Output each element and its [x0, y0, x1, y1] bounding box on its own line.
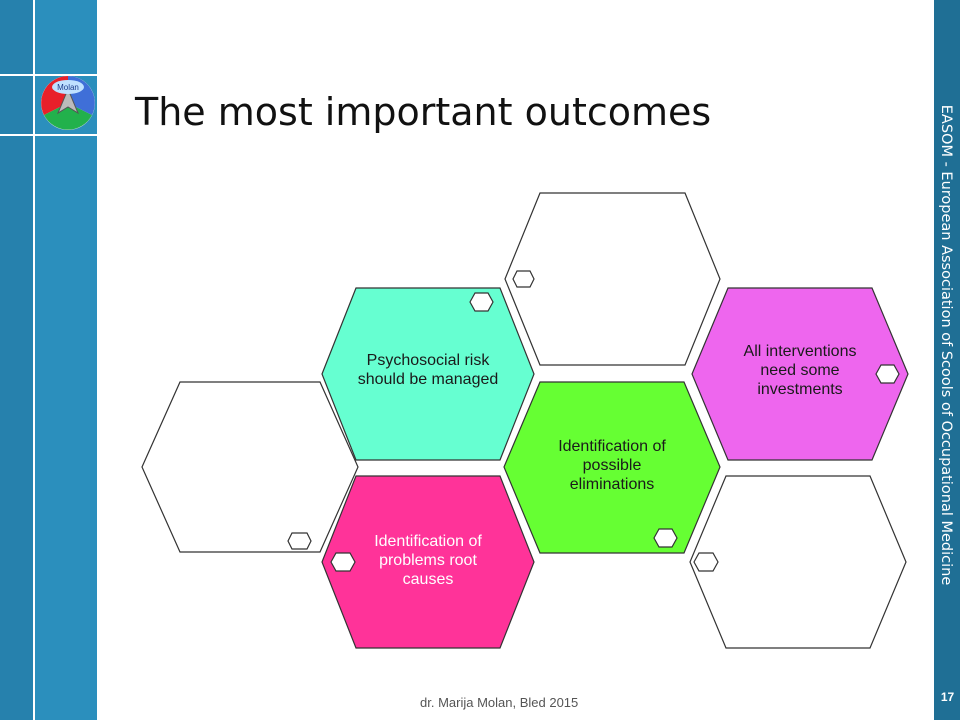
hex-empty-left — [141, 381, 359, 553]
hex-empty-bottom-right — [689, 475, 907, 649]
hex-interventions — [691, 287, 909, 461]
logo-text: Molan — [57, 83, 79, 92]
left-band-divider-bottom — [0, 134, 97, 136]
hex-psychosocial — [321, 287, 535, 461]
right-decorative-band — [932, 0, 960, 720]
hex-small-top — [512, 270, 535, 288]
hex-small-root-causes — [330, 552, 356, 572]
hex-label-interventions: All interventions need some investments — [743, 342, 857, 398]
hex-small-psychosocial — [469, 292, 494, 312]
page-number: 17 — [940, 690, 955, 704]
left-band-divider-vertical — [33, 0, 35, 720]
hex-empty-top — [504, 192, 721, 366]
left-band-dark-strip — [0, 0, 33, 720]
hex-label-identification-possible: Identification of possible eliminations — [558, 437, 666, 493]
hex-small-left — [287, 532, 312, 550]
hex-small-interventions — [875, 364, 900, 384]
hex-label-root-causes: Identification of problems root causes — [374, 532, 482, 588]
right-band-divider — [932, 0, 934, 720]
hex-identification-possible — [503, 381, 721, 554]
hex-root-causes — [321, 475, 535, 649]
side-banner-text: EASOM - European Association of Scools o… — [938, 104, 954, 586]
hex-small-identification-possible — [653, 528, 678, 548]
molan-logo: Molan — [41, 76, 95, 130]
hex-label-psychosocial: Psychosocial risk should be managed — [357, 352, 499, 388]
left-band-divider-top — [0, 74, 97, 76]
slide-footer: dr. Marija Molan, Bled 2015 — [420, 695, 579, 710]
slide-title: The most important outcomes — [135, 90, 712, 134]
hex-small-bottom-right — [693, 552, 719, 572]
